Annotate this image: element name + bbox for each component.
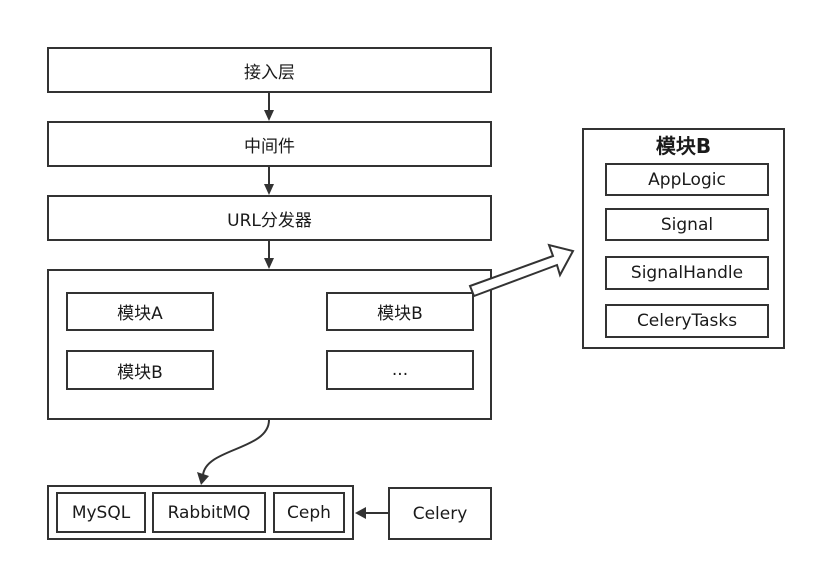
- detail-panel-title: 模块B: [655, 134, 712, 158]
- arrowhead-url: [264, 184, 274, 195]
- middleware-box: 中间件: [47, 121, 492, 167]
- module-a-box: 模块A: [66, 292, 214, 331]
- ceph-box: Ceph: [273, 492, 345, 533]
- signal-box: Signal: [605, 208, 769, 241]
- arrowhead-storage: [197, 472, 209, 485]
- celerytasks-box: CeleryTasks: [605, 304, 769, 338]
- access-layer-box: 接入层: [47, 47, 492, 93]
- url-dispatcher-box: URL分发器: [47, 195, 492, 241]
- module-b-box: 模块B: [326, 292, 474, 331]
- mysql-box: MySQL: [56, 492, 146, 533]
- signalhandle-box: SignalHandle: [605, 256, 769, 290]
- arrowhead-modules: [264, 258, 274, 269]
- arrow-modules-to-storage: [202, 419, 270, 476]
- celery-box: Celery: [388, 487, 492, 540]
- module-more-box: ...: [326, 350, 474, 390]
- arrowhead-celery: [355, 507, 366, 519]
- arrowhead-middleware: [264, 110, 274, 121]
- applogic-box: AppLogic: [605, 163, 769, 196]
- module-b-box-2: 模块B: [66, 350, 214, 390]
- rabbitmq-box: RabbitMQ: [152, 492, 266, 533]
